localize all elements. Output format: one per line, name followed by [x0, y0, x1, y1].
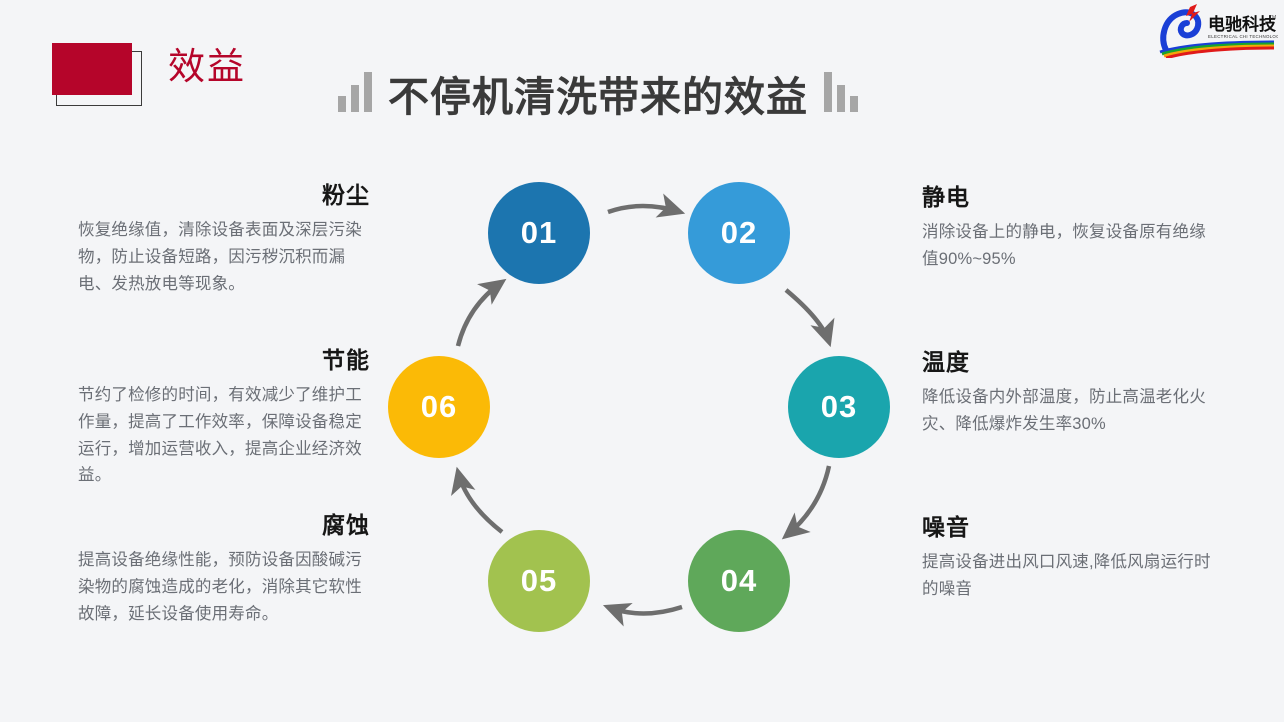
info-block-dust-heading: 粉尘 [322, 182, 370, 208]
arrow-06-01 [455, 278, 507, 347]
info-block-corrosion-body: 提高设备绝缘性能，预防设备因酸碱污染物的腐蚀造成的老化，消除其它软性故障，延长设… [78, 551, 362, 623]
cycle-node-06[interactable]: 06 [388, 356, 490, 458]
page-title: 不停机清洗带来的效益 [388, 74, 808, 120]
cycle-node-05-label: 05 [520, 563, 558, 598]
svg-text:TM: TM [1269, 15, 1276, 21]
svg-text:ELECTRICAL CHI TECHNOLOGY: ELECTRICAL CHI TECHNOLOGY [1208, 34, 1278, 39]
cycle-node-02[interactable]: 02 [688, 182, 790, 284]
info-block-noise: 噪音 提高设备进出风口风速,降低风扇运行时的噪音 [922, 514, 1214, 603]
info-block-dust-body: 恢复绝缘值，清除设备表面及深层污染物，防止设备短路，因污秽沉积而漏电、发热放电等… [78, 221, 362, 293]
arrow-04-05 [602, 602, 683, 627]
logo-icon: 电驰科技 ELECTRICAL CHI TECHNOLOGY TM [1159, 4, 1283, 60]
page-title-group: 不停机清洗带来的效益 [338, 62, 858, 118]
info-block-corrosion-heading: 腐蚀 [322, 512, 370, 538]
arrow-02-03 [784, 288, 835, 348]
cycle-node-02-label: 02 [720, 215, 758, 250]
info-block-noise-body: 提高设备进出风口风速,降低风扇运行时的噪音 [922, 553, 1211, 599]
cycle-node-03[interactable]: 03 [788, 356, 890, 458]
info-block-corrosion: 腐蚀 提高设备绝缘性能，预防设备因酸碱污染物的腐蚀造成的老化，消除其它软性故障，… [78, 512, 370, 627]
info-block-temperature-heading: 温度 [922, 349, 970, 375]
cycle-node-04[interactable]: 04 [688, 530, 790, 632]
cycle-node-01-label: 01 [520, 215, 558, 250]
info-block-dust: 粉尘 恢复绝缘值，清除设备表面及深层污染物，防止设备短路，因污秽沉积而漏电、发热… [78, 182, 370, 297]
arrow-05-06 [451, 466, 504, 534]
cycle-node-06-label: 06 [420, 389, 458, 424]
info-block-temperature-body: 降低设备内外部温度，防止高温老化火灾、降低爆炸发生率30% [922, 388, 1206, 434]
bar-chart-decor-left-icon [338, 70, 372, 118]
info-block-static-heading: 静电 [922, 184, 970, 210]
info-block-energy: 节能 节约了检修的时间，有效减少了维护工作量，提高了工作效率，保障设备稳定运行，… [78, 347, 370, 489]
info-block-noise-heading: 噪音 [922, 514, 970, 540]
cycle-node-04-label: 04 [720, 563, 758, 598]
header-square-fill [52, 43, 132, 95]
header-decor-squares [52, 43, 142, 106]
cycle-diagram: 01 02 03 04 05 06 [380, 170, 910, 650]
arrow-01-02 [607, 193, 686, 218]
info-block-temperature: 温度 降低设备内外部温度，防止高温老化火灾、降低爆炸发生率30% [922, 349, 1214, 438]
info-block-static: 静电 消除设备上的静电，恢复设备原有绝缘值90%~95% [922, 184, 1214, 273]
cycle-node-03-label: 03 [820, 389, 858, 424]
bar-chart-decor-right-icon [824, 70, 858, 118]
cycle-node-01[interactable]: 01 [488, 182, 590, 284]
header-eyebrow: 效益 [168, 46, 246, 87]
cycle-arrows [451, 193, 835, 627]
info-block-energy-heading: 节能 [322, 347, 370, 373]
info-block-static-body: 消除设备上的静电，恢复设备原有绝缘值90%~95% [922, 223, 1206, 269]
cycle-node-05[interactable]: 05 [488, 530, 590, 632]
company-logo: 电驰科技 ELECTRICAL CHI TECHNOLOGY TM [1156, 2, 1283, 60]
arrow-03-04 [781, 465, 832, 540]
svg-text:电驰科技: 电驰科技 [1208, 14, 1277, 34]
info-block-energy-body: 节约了检修的时间，有效减少了维护工作量，提高了工作效率，保障设备稳定运行，增加运… [78, 386, 362, 485]
